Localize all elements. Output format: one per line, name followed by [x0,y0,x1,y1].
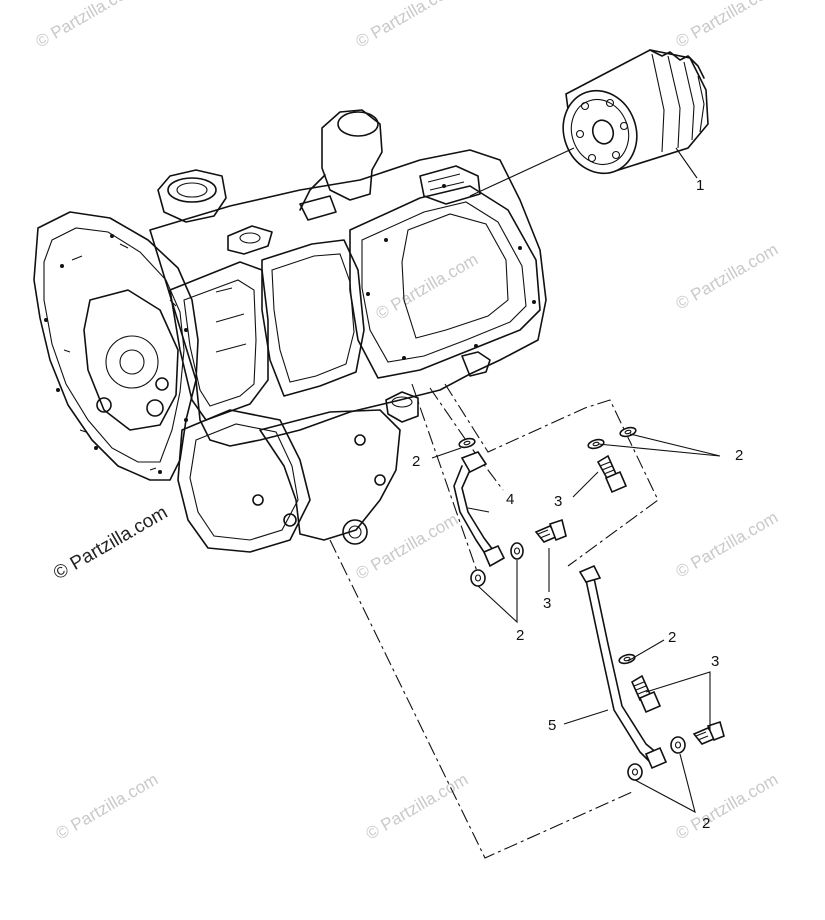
watermark-tile: © Partzilla.com [33,0,142,51]
callout-washer-bottom: 2 [702,815,710,832]
callout-oil-line-lower: 5 [548,717,556,734]
watermark-tile: © Partzilla.com [673,0,782,51]
callout-bolt-lower: 3 [711,653,719,670]
watermark-tile: © Partzilla.com [353,0,462,51]
leader-lines [431,147,721,814]
watermark-tile: © Partzilla.com [373,250,482,324]
callout-washer-lower-mid: 2 [668,629,676,646]
callout-bolt-left: 3 [543,595,551,612]
watermark-tile: © Partzilla.com [673,770,782,844]
oil-filter [562,49,709,175]
watermark-main: © Partzilla.com [50,502,171,584]
watermark-tile: © Partzilla.com [673,240,782,314]
watermark-tile: © Partzilla.com [673,508,782,582]
phantom-lines [329,383,659,859]
callout-washer-upper-left: 2 [412,453,420,470]
watermark-tile: © Partzilla.com [363,770,472,844]
callout-washer-upper-right: 2 [735,447,743,464]
callout-numbers: 1 2 2 3 4 3 2 2 3 5 2 [412,177,743,832]
watermark-tile: © Partzilla.com [53,770,162,844]
oil-line-upper [453,451,506,568]
banjo-bolts [534,454,725,745]
callout-washer-lower-left: 2 [516,627,524,644]
callout-oil-line-upper: 4 [506,491,514,508]
sealing-washers [458,426,686,781]
callout-bolt-upper: 3 [554,493,562,510]
oil-line-lower [578,564,668,770]
callout-oil-filter: 1 [696,177,704,194]
watermark-tile: © Partzilla.com [353,510,462,584]
engine-crankcase [33,109,547,553]
